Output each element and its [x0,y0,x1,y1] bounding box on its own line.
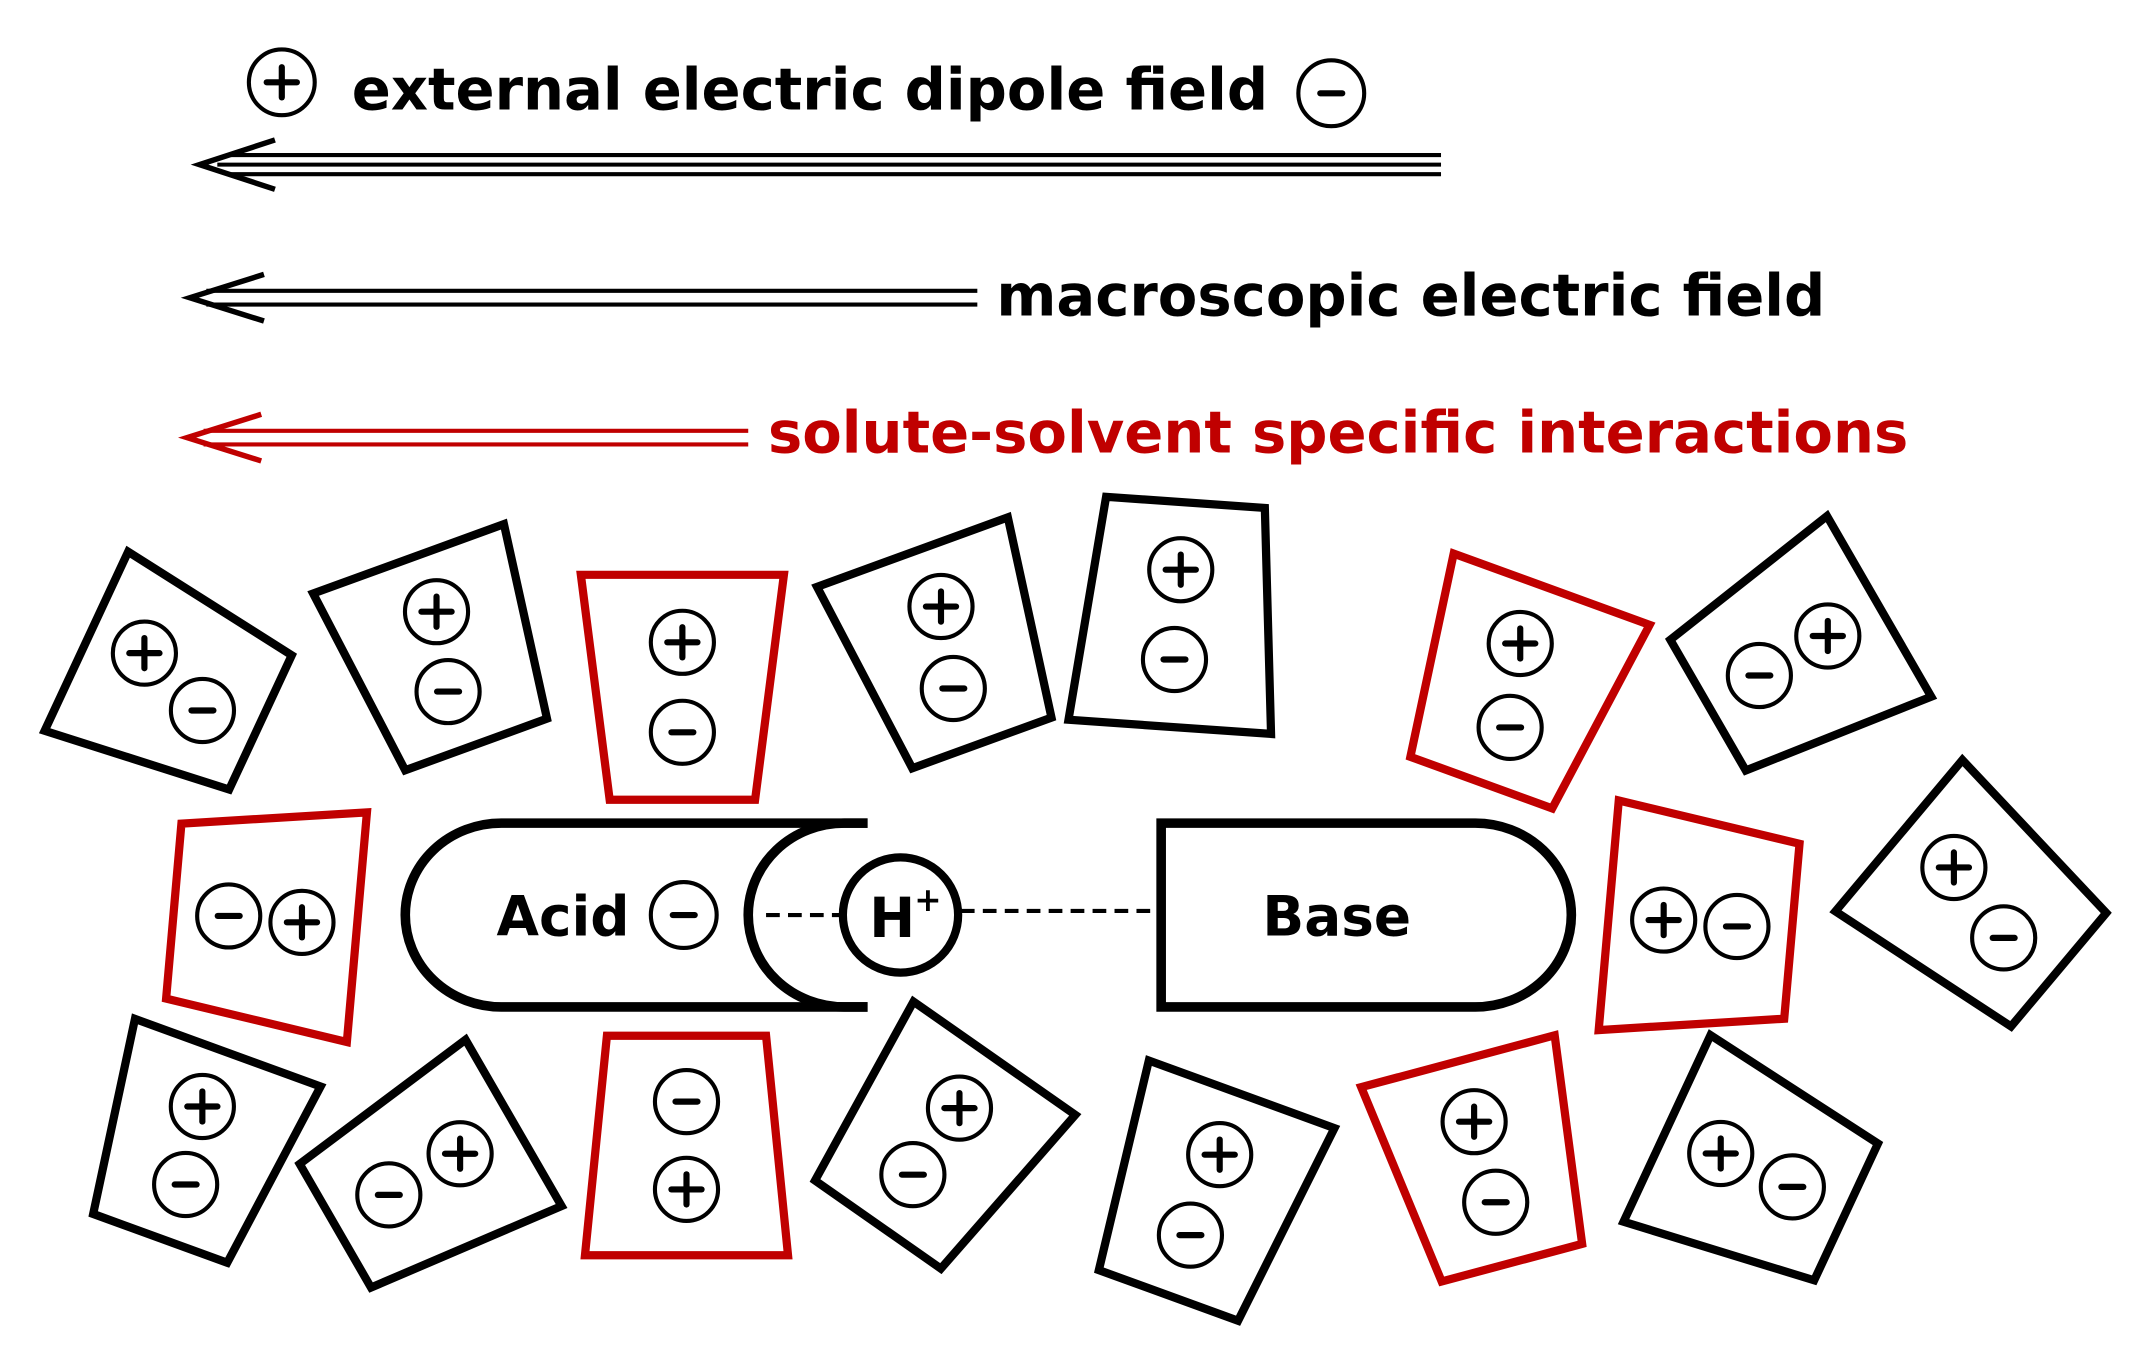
solvent-molecule-specific [1355,1030,1587,1287]
positive-charge-icon [1186,1121,1254,1189]
positive-charge-icon [426,1120,494,1188]
specific-interactions-label: solute-solvent specific interactions [768,400,1908,467]
external-field-label: external electric dipole field [352,57,1268,124]
positive-charge-icon [1486,609,1554,678]
positive-charge-icon [925,1074,994,1142]
proton-charge: + [914,880,942,919]
solvent-molecule [1664,509,1938,776]
positive-charge-icon [1440,1088,1508,1156]
positive-charge-icon [648,608,716,676]
base-label: Base [1262,885,1411,949]
solvent-molecule [1829,753,2112,1032]
solvent-molecules [38,492,2112,1326]
positive-charge-icon [1630,886,1698,954]
specific-interactions-row: solute-solvent specific interactions [178,400,1908,467]
solvent-molecule [88,1013,327,1268]
double-arrow-left-red-icon [178,411,749,464]
positive-pole-icon [246,47,317,118]
solute-complex: Acid H + Base [400,818,1577,1012]
macroscopic-field-label: macroscopic electric field [996,263,1825,330]
positive-charge-icon [1147,536,1215,604]
negative-charge-icon [1725,641,1793,710]
solvent-molecule-specific [576,570,789,804]
solvent-molecule [1063,492,1276,739]
negative-charge-icon [648,698,716,766]
negative-charge-icon [1476,693,1544,762]
negative-charge-icon [879,1141,947,1209]
double-arrow-left-icon [180,271,978,324]
positive-charge-icon [402,578,471,646]
solvent-molecule [1617,1029,1884,1286]
negative-charge-icon [1156,1201,1225,1269]
negative-charge-icon [355,1161,423,1229]
proton-icon: H + [838,853,963,977]
negative-charge-icon [152,1150,220,1219]
solvent-molecule-specific [1405,548,1656,814]
negative-charge-icon [195,882,263,950]
solvent-molecule-specific [580,1031,793,1260]
positive-charge-icon [652,1155,721,1224]
solvent-molecule-specific [161,807,372,1048]
triple-arrow-left-icon [190,137,1442,192]
solvent-molecule [307,518,552,776]
acid-shape [400,818,868,1012]
external-field-row: external electric dipole field [190,47,1442,192]
positive-charge-icon [907,572,975,641]
negative-charge-icon [1462,1168,1530,1236]
negative-charge-icon [168,676,237,745]
negative-charge-icon [414,657,482,726]
negative-charge-icon [1970,904,2038,972]
solvent-molecule [811,511,1057,774]
solvent-molecule [809,995,1082,1275]
positive-charge-icon [268,888,336,956]
positive-charge-icon [110,619,179,687]
solvent-molecule [1093,1055,1341,1326]
solvent-molecule [38,545,298,795]
positive-charge-icon [1794,602,1862,670]
solvent-molecule-specific [1594,795,1804,1035]
positive-charge-icon [168,1072,236,1141]
negative-charge-icon [1758,1153,1826,1221]
macroscopic-field-row: macroscopic electric field [180,263,1825,330]
negative-charge-icon [1703,892,1771,961]
negative-charge-icon [919,654,987,723]
positive-charge-icon [1920,833,1988,902]
legend: external electric dipole field macroscop… [178,47,1908,467]
solvent-molecule [294,1033,568,1293]
negative-pole-icon [1296,58,1367,129]
negative-charge-icon [1140,625,1209,694]
positive-charge-icon [1687,1119,1755,1188]
base-shape [1156,818,1577,1012]
acid-charge-icon [648,880,719,951]
proton-label: H [869,886,915,950]
acid-label: Acid [496,885,629,949]
negative-charge-icon [652,1067,721,1136]
